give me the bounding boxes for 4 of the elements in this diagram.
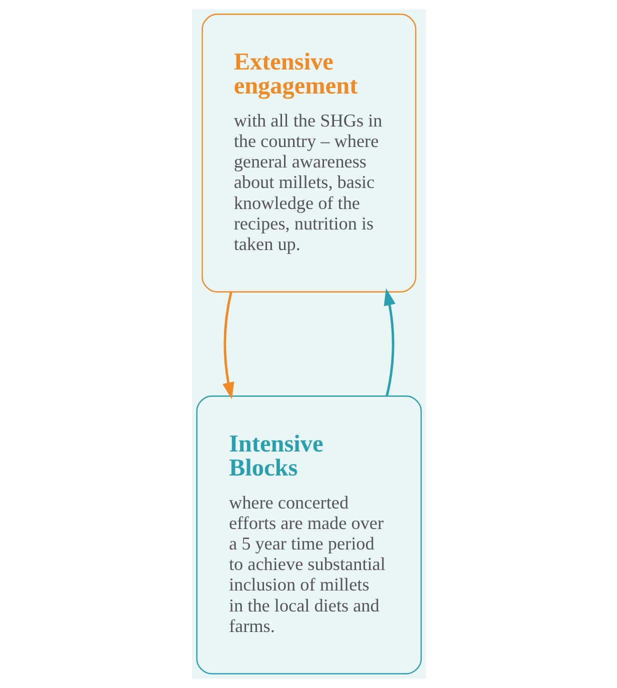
arrow <box>383 288 395 396</box>
node-box: Extensive engagement with all the SHGs in the country – where general awareness about millets, basic knowledge of the recipes, nutrition is taken up. <box>201 14 416 292</box>
node-box: Intensive Blocks where concerted efforts are made over a 5 year time period to achieve substantial inclusion of millets in the local diets and farms. <box>196 396 422 674</box>
arrow <box>222 292 234 400</box>
